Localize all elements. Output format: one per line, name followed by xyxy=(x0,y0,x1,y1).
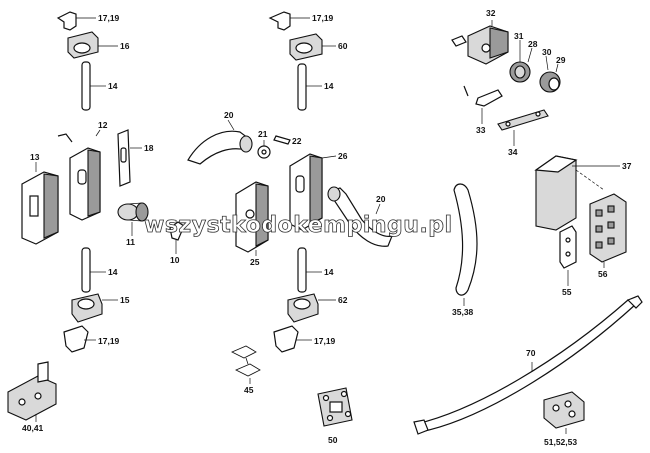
part-17-19-bottom-left xyxy=(63,325,89,353)
label-14-c: 14 xyxy=(324,81,334,91)
part-labels: 17,19 16 14 12 18 13 11 10 14 15 17,19 4… xyxy=(22,8,632,447)
label-10: 10 xyxy=(170,255,180,265)
part-33-hook xyxy=(463,85,503,107)
part-70-handle-bar xyxy=(415,299,638,433)
part-34-strip xyxy=(497,109,549,131)
part-14-rod-lower-middle xyxy=(297,247,307,293)
label-14-d: 14 xyxy=(324,267,334,277)
right-parts xyxy=(413,20,643,435)
label-20-b: 20 xyxy=(376,194,386,204)
part-20-handle-left xyxy=(187,130,249,165)
left-rod-assembly xyxy=(7,11,185,422)
part-17-19-top-middle xyxy=(268,11,291,31)
label-26: 26 xyxy=(338,151,348,161)
label-45: 45 xyxy=(244,385,254,395)
label-29: 29 xyxy=(556,55,566,65)
label-11: 11 xyxy=(126,237,135,247)
label-18: 18 xyxy=(144,143,154,153)
part-14-rod-upper-middle xyxy=(297,63,307,111)
part-51-52-53-plate xyxy=(543,391,585,429)
label-32: 32 xyxy=(486,8,496,18)
label-21: 21 xyxy=(258,129,268,139)
label-28: 28 xyxy=(528,39,538,49)
label-51-52-53: 51,52,53 xyxy=(544,437,577,447)
label-25: 25 xyxy=(250,257,260,267)
label-22: 22 xyxy=(292,136,302,146)
label-15: 15 xyxy=(120,295,130,305)
label-12: 12 xyxy=(98,120,108,130)
part-35-38-bow-handle xyxy=(453,183,478,296)
watermark-text: wszystkodokempingu.pl xyxy=(144,213,453,238)
label-14-b: 14 xyxy=(108,267,118,277)
label-14-a: 14 xyxy=(108,81,118,91)
label-35-38: 35,38 xyxy=(452,307,474,317)
label-13: 13 xyxy=(30,152,40,162)
label-20-a: 20 xyxy=(224,110,234,120)
label-17-19-a: 17,19 xyxy=(98,13,120,23)
label-62: 62 xyxy=(338,295,348,305)
label-60: 60 xyxy=(338,41,348,51)
part-10-key xyxy=(169,221,185,241)
label-17-19-b: 17,19 xyxy=(98,336,120,346)
label-55: 55 xyxy=(562,287,572,297)
label-70: 70 xyxy=(526,348,536,358)
label-34: 34 xyxy=(508,147,518,157)
part-14-rod-lower-left xyxy=(81,247,91,293)
middle-rod-assembly xyxy=(187,11,393,427)
label-31: 31 xyxy=(514,31,524,41)
label-37: 37 xyxy=(622,161,632,171)
part-55-bracket xyxy=(559,225,577,269)
part-40-41-latch xyxy=(7,375,57,421)
label-33: 33 xyxy=(476,125,486,135)
part-22-screw xyxy=(273,135,291,145)
part-17-19-bottom-middle xyxy=(273,325,299,353)
label-17-19-d: 17,19 xyxy=(314,336,336,346)
part-17-19-top-left xyxy=(56,11,77,31)
label-16: 16 xyxy=(120,41,130,51)
label-17-19-c: 17,19 xyxy=(312,13,334,23)
label-30: 30 xyxy=(542,47,552,57)
part-20-handle-right xyxy=(329,187,393,247)
part-14-rod-upper-left xyxy=(81,61,91,111)
part-11-cylinder xyxy=(117,203,139,221)
label-56: 56 xyxy=(598,269,608,279)
label-50: 50 xyxy=(328,435,338,445)
label-40-41: 40,41 xyxy=(22,423,44,433)
part-45-clip xyxy=(231,345,261,377)
